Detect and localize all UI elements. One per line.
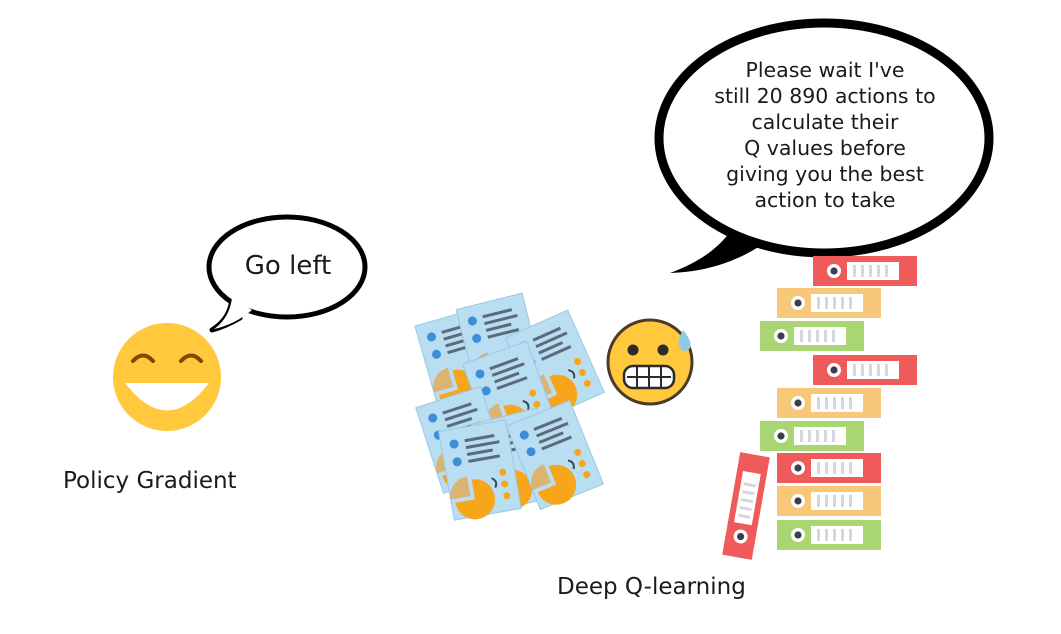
speech-line: still 20 890 actions to: [714, 84, 936, 108]
speech-line: calculate their: [751, 110, 899, 134]
anxious-face-sweat-icon: [606, 318, 694, 406]
speech-bubble-big: [654, 18, 994, 273]
label-policy-gradient: Policy Gradient: [63, 468, 237, 494]
paper-pile: [413, 292, 607, 525]
speech-line: giving you the best: [726, 162, 924, 186]
label-deep-q-learning: Deep Q-learning: [557, 574, 746, 600]
speech-line: Q values before: [744, 136, 906, 160]
speech-text-wait: Please wait I've still 20 890 actions to…: [680, 57, 970, 213]
speech-bubble-small: [206, 214, 368, 333]
grinning-face-icon: [113, 323, 221, 431]
speech-line: Please wait I've: [745, 58, 905, 82]
speech-line: action to take: [754, 188, 896, 212]
speech-text-go-left: Go left: [244, 251, 332, 281]
binder-stack: [722, 256, 917, 560]
